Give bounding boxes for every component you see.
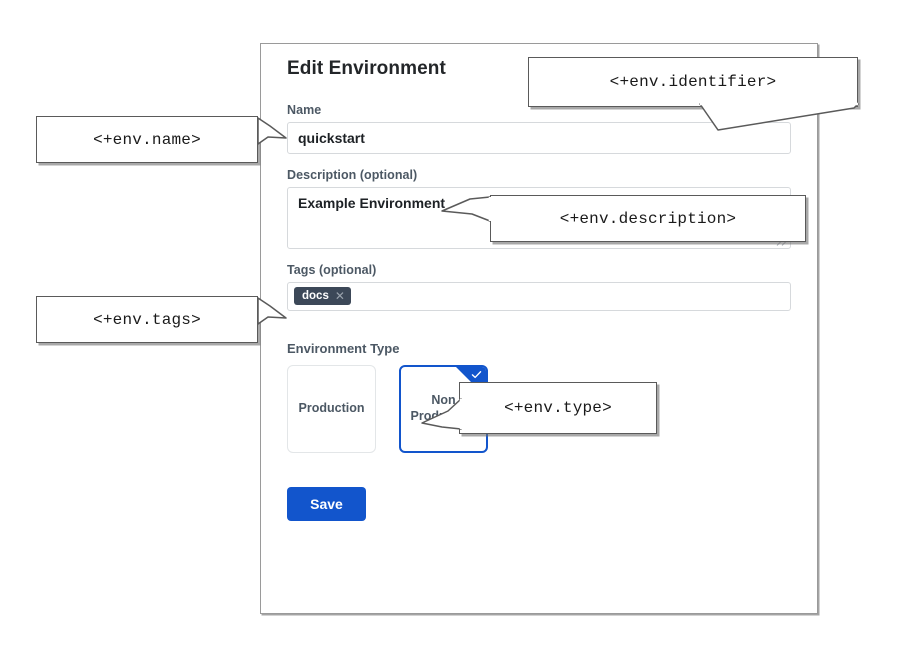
annotation-callout-env-name: <+env.name> — [36, 116, 258, 163]
dialog-actions: Save — [287, 486, 791, 521]
dialog-body: Edit Environment Name ID: quickstart qui… — [287, 58, 791, 521]
tags-label-row: Tags (optional) — [287, 263, 791, 277]
annotation-text: <+env.tags> — [93, 310, 201, 329]
description-label-row: Description (optional) — [287, 168, 791, 182]
annotation-text: <+env.type> — [504, 399, 612, 417]
save-button[interactable]: Save — [287, 486, 366, 521]
tag-chip[interactable]: docs ✕ — [294, 287, 351, 306]
annotation-text: <+env.name> — [93, 130, 201, 149]
description-label: Description (optional) — [287, 167, 418, 182]
tags-label: Tags (optional) — [287, 262, 377, 277]
name-input[interactable]: quickstart — [287, 121, 791, 154]
annotation-text: <+env.identifier> — [609, 73, 777, 91]
environment-type-label: Environment Type — [287, 340, 400, 356]
tag-chip-label: docs — [302, 289, 329, 302]
annotation-callout-env-description: <+env.description> — [490, 195, 806, 242]
close-icon[interactable]: ✕ — [334, 289, 345, 304]
check-icon — [471, 370, 482, 378]
annotation-callout-env-type: <+env.type> — [459, 382, 657, 434]
environment-type-card-label: Production — [298, 400, 365, 415]
description-value: Example Environment — [298, 194, 446, 211]
annotation-callout-env-tags: <+env.tags> — [36, 296, 258, 343]
name-label: Name — [287, 102, 322, 117]
annotation-callout-env-identifier: <+env.identifier> — [528, 57, 858, 107]
spacer — [287, 154, 791, 168]
page-title: Edit Environment — [287, 58, 446, 79]
tags-input[interactable]: docs ✕ — [287, 281, 791, 311]
spacer — [287, 249, 791, 263]
environment-type-card-production[interactable]: Production — [287, 364, 376, 453]
edit-environment-dialog: Edit Environment Name ID: quickstart qui… — [260, 43, 818, 614]
annotation-text: <+env.description> — [559, 209, 737, 228]
spacer — [287, 311, 791, 341]
